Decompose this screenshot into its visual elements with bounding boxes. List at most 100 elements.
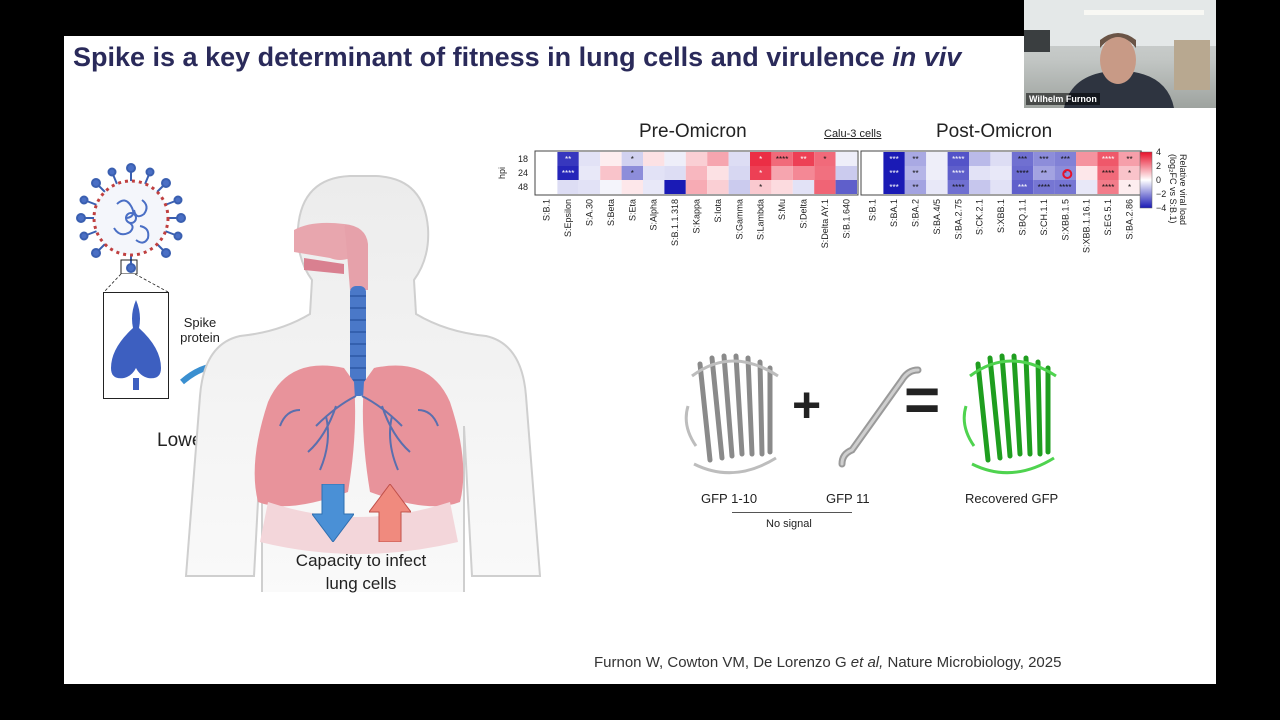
- post-heatmap-cell: [904, 180, 927, 194]
- post-significance-label: ****: [1102, 155, 1114, 164]
- pre-heatmap-cell: [600, 180, 622, 194]
- pre-significance-label: ****: [562, 169, 574, 178]
- up-arrow-icon: [369, 484, 411, 542]
- post-significance-label: ***: [1018, 183, 1027, 192]
- post-variant-label: S:BQ.1.1: [1018, 199, 1028, 236]
- post-significance-label: ****: [1059, 183, 1071, 192]
- post-heatmap-cell: [1054, 180, 1076, 194]
- post-variant-label: S:EG.5.1: [1103, 199, 1113, 236]
- post-heatmap-cell: [969, 152, 991, 166]
- pre-heatmap-cell: [643, 152, 665, 166]
- citation: Furnon W, Cowton VM, De Lorenzo G et al,…: [594, 654, 1061, 671]
- post-heatmap-cell: [1097, 166, 1119, 180]
- post-heatmap-cell: [1011, 152, 1034, 166]
- post-significance-label: ****: [1016, 169, 1028, 178]
- post-heatmap-cell: [904, 166, 927, 180]
- post-significance-label: *: [1064, 169, 1067, 178]
- post-variant-label: S:CK.2.1: [975, 199, 985, 235]
- pre-heatmap-cell: [771, 180, 793, 194]
- equals-sign: =: [904, 366, 941, 435]
- post-significance-label: ****: [1102, 183, 1114, 192]
- pre-variant-label: S:B.1: [542, 199, 552, 221]
- pre-variant-label: S:A.30: [585, 199, 595, 226]
- post-significance-label: ***: [1039, 155, 1048, 164]
- post-heatmap-cell: [862, 152, 884, 166]
- post-significance-label: ***: [1018, 155, 1027, 164]
- pre-heatmap-cell: [835, 166, 857, 180]
- gfp-1-10-label: GFP 1-10: [701, 491, 758, 506]
- pre-heatmap-cell: [814, 180, 836, 194]
- colorbar-title: Relative viral load: [1178, 154, 1188, 225]
- colorbar: [1139, 151, 1153, 209]
- pre-heatmap-cell: [814, 166, 836, 180]
- pre-heatmap-cell: [600, 166, 622, 180]
- gfp-barrel-grey-icon: [684, 353, 779, 475]
- post-significance-label: *: [1128, 169, 1131, 178]
- spike-label: Spike protein: [178, 315, 222, 345]
- pre-significance-label: **: [565, 155, 571, 164]
- title-text: Spike is a key determinant of fitness in…: [73, 42, 893, 72]
- post-heatmap-cell: [926, 166, 948, 180]
- pre-heatmap-cell: [685, 152, 708, 166]
- recovered-gfp-label: Recovered GFP: [965, 491, 1059, 506]
- post-variant-label: S:BA.4/5: [932, 199, 942, 235]
- pre-heatmap-cell: [685, 180, 708, 194]
- no-signal-divider: [732, 512, 852, 513]
- pre-significance-label: *: [759, 169, 762, 178]
- post-heatmap-cell: [1118, 166, 1141, 180]
- title-italic-text: in viv: [892, 42, 962, 72]
- pre-heatmap-cell: [664, 180, 686, 194]
- pre-variant-label: S:Lambda: [756, 199, 766, 240]
- down-arrow-icon: [312, 484, 354, 542]
- pre-heatmap-cell: [643, 180, 665, 194]
- pre-variant-label: S:Iota: [713, 199, 723, 223]
- pre-significance-label: *: [631, 169, 634, 178]
- pre-omicron-title: Pre-Omicron: [639, 121, 747, 142]
- pre-heatmap-cell: [771, 166, 793, 180]
- pre-variant-label: S:B.1.1.318: [670, 199, 680, 246]
- gfp-11-strand-icon: [838, 366, 922, 468]
- post-heatmap-cell: [990, 166, 1012, 180]
- pre-heatmap-cell: [792, 152, 815, 166]
- post-heatmap-cell: [862, 180, 884, 194]
- post-heatmap-cell: [926, 180, 948, 194]
- pre-heatmap-cell: [835, 180, 857, 194]
- colorbar-tick-label: 4: [1156, 147, 1161, 157]
- pre-heatmap-cell: [621, 152, 643, 166]
- pre-significance-label: **: [800, 155, 806, 164]
- post-omicron-title: Post-Omicron: [936, 121, 1053, 142]
- pre-heatmap-cell: [557, 152, 579, 166]
- post-heatmap-cell: [1033, 166, 1055, 180]
- post-heatmap-cell: [1076, 152, 1098, 166]
- citation-etal: et al,: [850, 654, 884, 671]
- gfp-barrel-green-icon: [962, 353, 1057, 475]
- post-significance-label: ***: [1061, 155, 1070, 164]
- post-variant-label: S:XBB.1: [996, 199, 1006, 233]
- post-heatmap-cell: [947, 180, 969, 194]
- slide-title: Spike is a key determinant of fitness in…: [73, 42, 961, 73]
- pre-significance-label: *: [759, 155, 762, 164]
- pre-heatmap-cell: [557, 166, 579, 180]
- post-variant-label: S:B.1: [868, 199, 878, 221]
- pre-heatmap-cell: [536, 152, 558, 166]
- spike-label-line2: protein: [180, 330, 220, 345]
- webcam-video-tile[interactable]: Wilhelm Furnon: [1024, 0, 1216, 108]
- post-significance-label: ***: [889, 155, 898, 164]
- colorbar-tick-label: −4: [1156, 203, 1166, 213]
- post-heatmap-cell: [1011, 180, 1034, 194]
- pre-significance-label: *: [823, 155, 826, 164]
- pre-heatmap-cell: [814, 152, 836, 166]
- colorbar-tick-label: 0: [1156, 175, 1161, 185]
- pre-heatmap-cell: [835, 152, 857, 166]
- pre-variant-label: S:Mu: [777, 199, 787, 220]
- citation-journal: Nature Microbiology, 2025: [883, 654, 1062, 671]
- human-torso-illustration: [184, 175, 542, 592]
- post-significance-label: *: [1128, 183, 1131, 192]
- pre-significance-label: *: [631, 155, 634, 164]
- pre-variant-label: S:Delta AY.1: [820, 199, 830, 248]
- hpi-tick-label: 24: [518, 168, 528, 178]
- pre-heatmap-cell: [728, 152, 750, 166]
- post-heatmap-cell: [883, 166, 905, 180]
- capacity-line2: lung cells: [325, 574, 397, 593]
